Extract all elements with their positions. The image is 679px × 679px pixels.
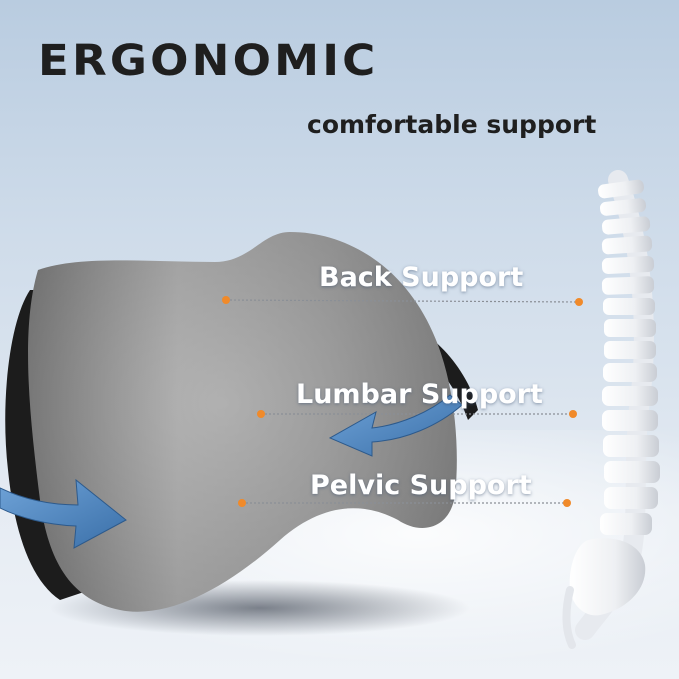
callout-lines [222, 296, 583, 507]
lumbar-support-label: Lumbar Support [296, 379, 543, 410]
callout-dot-lumbar-end [569, 410, 577, 418]
callout-dot-lumbar [257, 410, 265, 418]
pillow-rim [5, 290, 91, 600]
callout-dot-pelvic [238, 499, 246, 507]
headline: ERGONOMIC [38, 36, 379, 86]
pelvic-support-label: Pelvic Support [310, 470, 532, 501]
tagline: comfortable support [307, 110, 597, 139]
spine-illustration [562, 170, 660, 649]
callout-dot-pelvic-end [563, 499, 571, 507]
arrow-left-icon [0, 478, 127, 549]
callout-dot-back [222, 296, 230, 304]
back-support-label: Back Support [319, 262, 524, 293]
callout-dot-back-end [575, 298, 583, 306]
pillow-highlight [28, 232, 457, 612]
arrow-right-icon [328, 394, 463, 457]
